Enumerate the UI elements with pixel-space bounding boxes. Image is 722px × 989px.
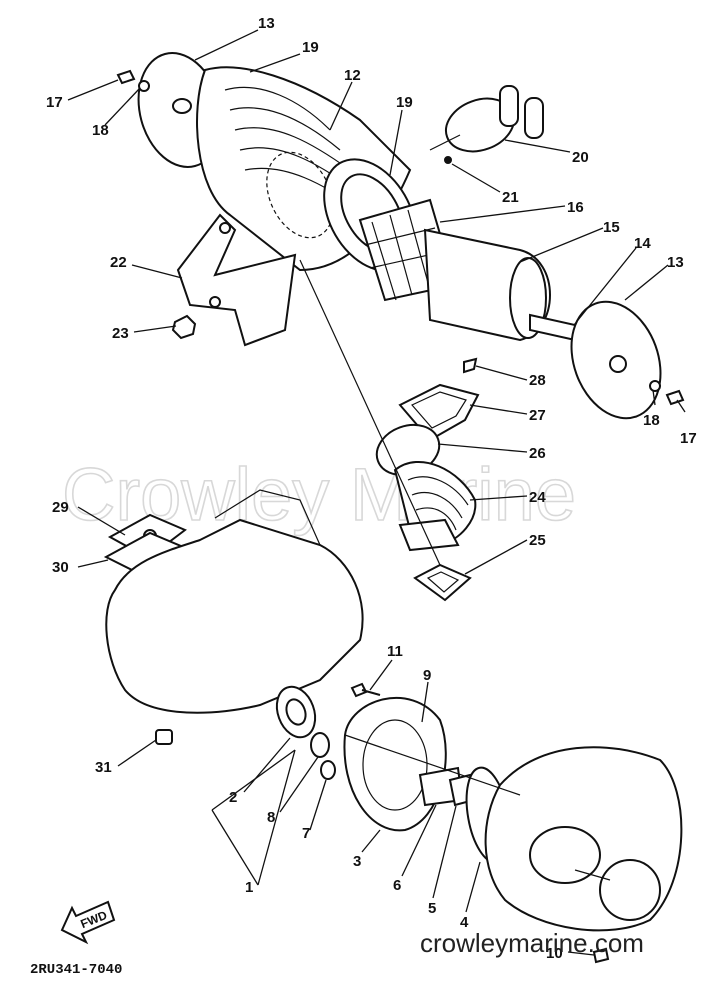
callout-17: 17 — [46, 94, 63, 111]
callout-21: 21 — [502, 189, 519, 206]
leader-lines — [67, 29, 686, 956]
callout-1: 1 — [245, 879, 253, 896]
callout-23: 23 — [112, 325, 129, 342]
callout-4: 4 — [460, 914, 469, 931]
callout-18: 18 — [92, 122, 109, 139]
callout-5: 5 — [428, 900, 436, 917]
callout-17: 17 — [680, 430, 697, 447]
callout-28: 28 — [529, 372, 546, 389]
callout-16: 16 — [567, 199, 584, 216]
callout-27: 27 — [529, 407, 546, 424]
callout-14: 14 — [634, 235, 651, 252]
callout-20: 20 — [572, 149, 589, 166]
callout-13: 13 — [667, 254, 684, 271]
fwd-arrow-icon: FWD — [60, 900, 116, 945]
callout-19: 19 — [302, 39, 319, 56]
callout-30: 30 — [52, 559, 69, 576]
callout-19: 19 — [396, 94, 413, 111]
callout-7: 7 — [302, 825, 310, 842]
callout-26: 26 — [529, 445, 546, 462]
callout-18: 18 — [643, 412, 660, 429]
callout-8: 8 — [267, 809, 275, 826]
callout-24: 24 — [529, 489, 546, 506]
callout-9: 9 — [423, 667, 431, 684]
callout-labels: 17 18 13 19 12 19 20 21 16 15 14 13 22 2… — [46, 15, 697, 962]
callout-10: 10 — [546, 945, 563, 962]
callout-2: 2 — [229, 789, 237, 806]
callout-11: 11 — [387, 643, 403, 660]
callout-3: 3 — [353, 853, 361, 870]
drawing-code: 2RU341-7040 — [30, 962, 122, 978]
site-url: crowleymarine.com — [420, 928, 644, 958]
callout-13: 13 — [258, 15, 275, 32]
callout-12: 12 — [344, 67, 361, 84]
callout-29: 29 — [52, 499, 69, 516]
callout-6: 6 — [393, 877, 401, 894]
callout-15: 15 — [603, 219, 620, 236]
callout-31: 31 — [95, 759, 112, 776]
parts-artwork — [103, 52, 685, 964]
callout-25: 25 — [529, 532, 546, 549]
callout-22: 22 — [110, 254, 127, 271]
